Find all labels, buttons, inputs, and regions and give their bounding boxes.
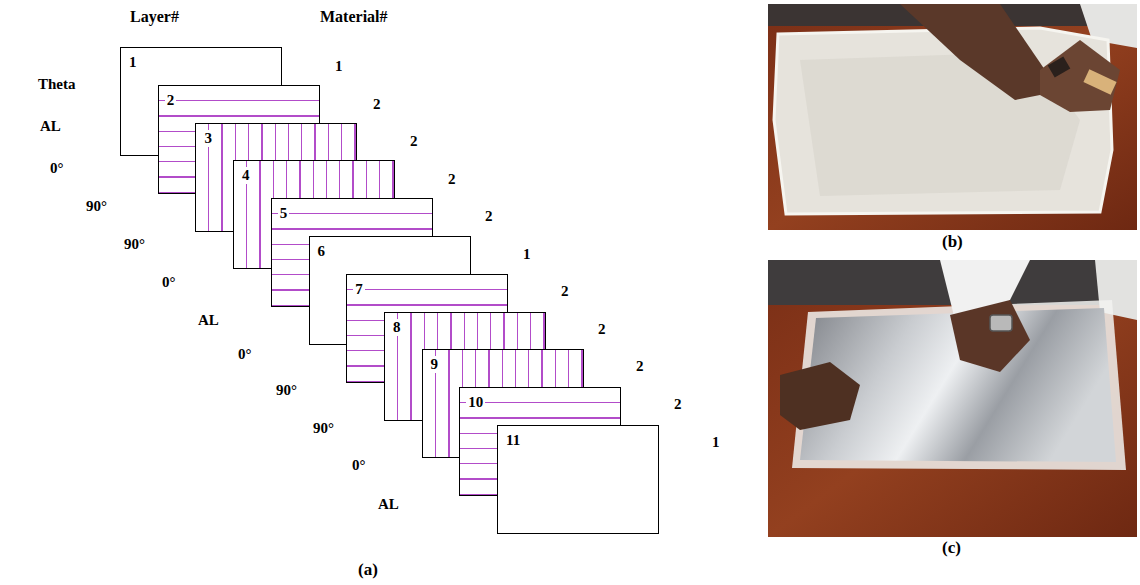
orientation-label: 0°: [50, 160, 64, 177]
layer-number: 4: [240, 167, 252, 184]
laminate-layer: 11: [497, 425, 659, 534]
orientation-label: 90°: [124, 236, 145, 253]
material-number: 2: [373, 96, 381, 113]
material-number: 2: [448, 171, 456, 188]
layer-number: 6: [316, 243, 328, 260]
photo-b: [768, 4, 1137, 230]
column-heading: Theta: [38, 76, 76, 93]
panel-label: (a): [358, 560, 378, 580]
column-heading: Material#: [320, 8, 388, 26]
orientation-label: AL: [198, 312, 219, 329]
panel-label: (b): [942, 232, 963, 252]
material-number: 2: [485, 208, 493, 225]
material-number: 2: [598, 321, 606, 338]
orientation-label: 90°: [276, 382, 297, 399]
layer-number: 1: [127, 54, 139, 71]
material-number: 2: [674, 396, 682, 413]
layer-number: 7: [353, 281, 365, 298]
material-number: 2: [636, 358, 644, 375]
layer-number: 11: [504, 432, 522, 449]
material-number: 1: [523, 246, 531, 263]
orientation-label: AL: [378, 496, 399, 513]
photo-c: [768, 260, 1137, 537]
material-number: 1: [712, 434, 720, 451]
layer-number: 5: [278, 205, 290, 222]
column-heading: Layer#: [130, 8, 179, 26]
orientation-label: 0°: [238, 346, 252, 363]
panel-label: (c): [942, 538, 961, 558]
material-number: 2: [561, 283, 569, 300]
orientation-label: AL: [40, 118, 61, 135]
layer-number: 10: [466, 394, 485, 411]
orientation-label: 90°: [86, 198, 107, 215]
layer-number: 2: [165, 92, 177, 109]
layer-number: 9: [429, 356, 441, 373]
material-number: 1: [335, 58, 343, 75]
layer-number: 8: [391, 319, 403, 336]
material-number: 2: [410, 133, 418, 150]
orientation-label: 90°: [313, 420, 334, 437]
orientation-label: 0°: [352, 457, 366, 474]
layer-number: 3: [202, 130, 214, 147]
orientation-label: 0°: [162, 274, 176, 291]
